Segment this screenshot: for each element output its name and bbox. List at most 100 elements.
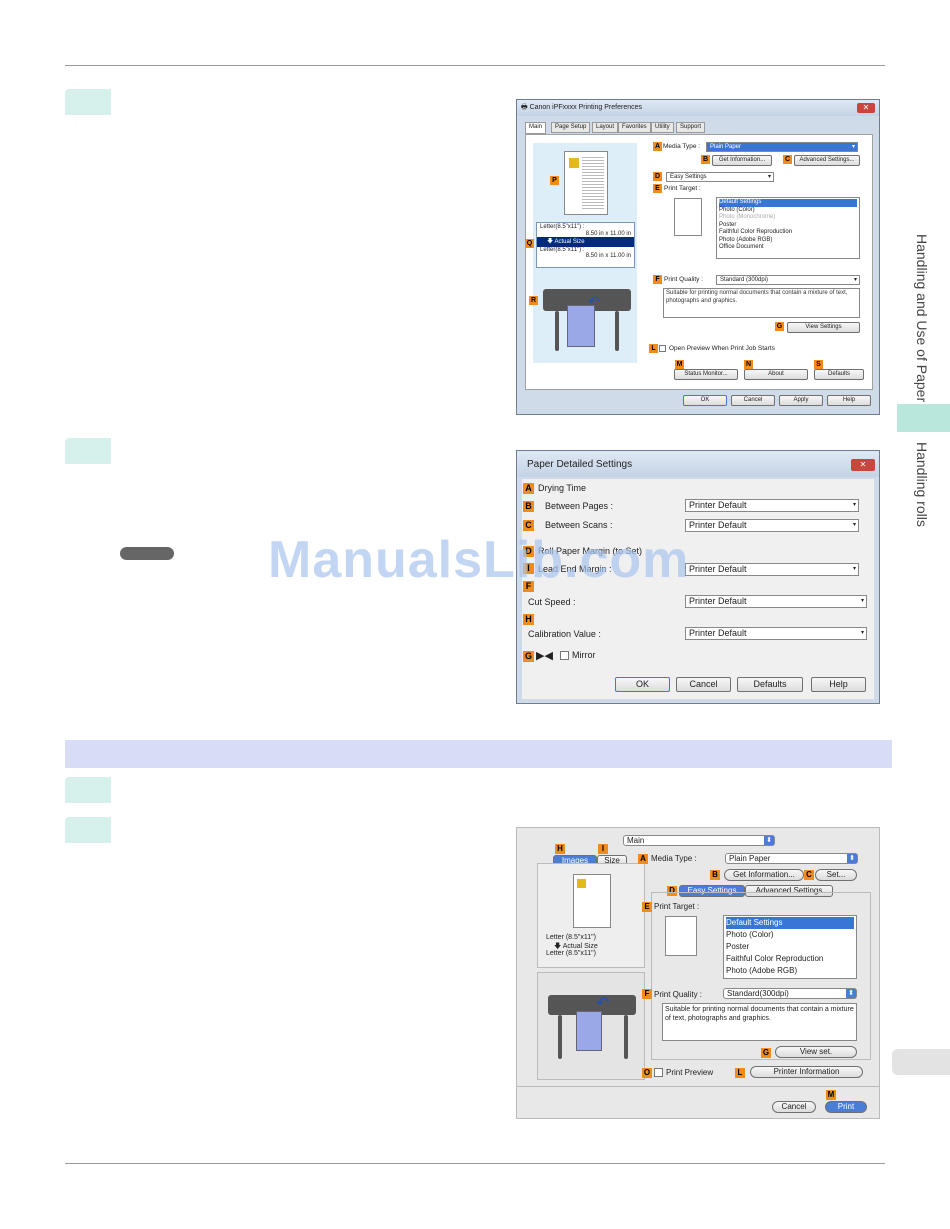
calibration-select[interactable]: Printer Default <box>685 627 867 640</box>
section-band <box>65 740 892 768</box>
step-marker <box>65 438 111 464</box>
close-button[interactable]: ✕ <box>857 103 875 113</box>
actual-size-label: Actual Size <box>554 239 585 245</box>
print-preview-checkbox[interactable] <box>654 1068 663 1077</box>
tab-utility[interactable]: Utility <box>651 122 674 133</box>
mirror-label: Mirror <box>572 650 596 660</box>
paper2-size: 8.50 in x 11.00 in <box>585 253 631 259</box>
open-preview-checkbox[interactable] <box>659 345 666 352</box>
easy-settings-tab[interactable]: Easy Settings <box>679 885 745 897</box>
photo-icon <box>577 879 586 888</box>
view-set-button[interactable]: View set. <box>775 1046 857 1058</box>
ok-button[interactable]: OK <box>683 395 727 406</box>
panel-popup[interactable]: Main <box>623 835 775 846</box>
tab-page-setup[interactable]: Page Setup <box>551 122 591 133</box>
badge-q: Q <box>525 239 534 248</box>
media-type-select[interactable]: Plain Paper <box>706 142 858 152</box>
calibration-label: Calibration Value : <box>528 629 601 639</box>
get-information-button[interactable]: Get Information... <box>712 155 772 166</box>
arrow-down-icon: 🡇 <box>547 239 555 245</box>
cancel-button[interactable]: Cancel <box>676 677 731 692</box>
list-item[interactable]: Photo (Adobe RGB) <box>719 236 773 243</box>
between-pages-select[interactable]: Printer Default <box>685 499 859 512</box>
print-button[interactable]: Print <box>825 1101 867 1113</box>
ok-button[interactable]: OK <box>615 677 670 692</box>
list-item[interactable]: Photo (Color) <box>726 930 774 939</box>
paper1-label: Letter (8.5"x11") <box>546 934 596 941</box>
apply-button[interactable]: Apply <box>779 395 823 406</box>
cut-speed-select[interactable]: Printer Default <box>685 595 867 608</box>
badge-l: L <box>735 1068 745 1078</box>
print-target-list[interactable]: Default Settings Photo (Color) Photo (Mo… <box>716 197 860 259</box>
about-button[interactable]: About <box>744 369 808 380</box>
badge-s: S <box>814 360 823 369</box>
defaults-button[interactable]: Defaults <box>737 677 803 692</box>
list-item[interactable]: Default Settings <box>719 199 857 207</box>
lead-end-margin-label: Lead End Margin : <box>538 564 612 574</box>
view-settings-button[interactable]: View Settings <box>787 322 860 333</box>
close-button[interactable]: ✕ <box>851 459 875 471</box>
badge-f: F <box>523 581 534 592</box>
lead-end-margin-select[interactable]: Printer Default <box>685 563 859 576</box>
media-type-label: Media Type : <box>663 143 701 150</box>
advanced-settings-button[interactable]: Advanced Settings... <box>794 155 860 166</box>
printer-information-button[interactable]: Printer Information <box>750 1066 863 1078</box>
list-item[interactable]: Poster <box>726 942 750 951</box>
drying-time-label: Drying Time <box>538 483 587 493</box>
target-preview-icon <box>674 198 702 236</box>
cancel-button[interactable]: Cancel <box>731 395 775 406</box>
list-item[interactable]: Photo (Monochrome) <box>719 214 776 220</box>
tab-main[interactable]: Main <box>525 122 547 134</box>
list-item[interactable]: Photo (Adobe RGB) <box>726 966 798 975</box>
between-scans-select[interactable]: Printer Default <box>685 519 859 532</box>
badge-a: A <box>653 142 662 151</box>
settings-panel: A Drying Time B Between Pages : Printer … <box>522 479 874 699</box>
badge-b: B <box>523 501 534 512</box>
sidebar-highlight <box>897 404 950 432</box>
badge-b: B <box>710 870 720 880</box>
mac-print-dialog: Main H I Images Size Letter (8.5"x11") 🡇… <box>516 827 880 1119</box>
set-button[interactable]: Set... <box>815 869 857 881</box>
tab-favorites[interactable]: Favorites <box>618 122 651 133</box>
advanced-settings-tab[interactable]: Advanced Settings <box>745 885 833 897</box>
media-type-select[interactable]: Plain Paper <box>725 853 858 864</box>
window-title: Paper Detailed Settings <box>527 459 633 470</box>
list-item[interactable]: Poster <box>719 221 737 228</box>
paper1-label: Letter(8.5"x11") : <box>540 224 585 230</box>
print-quality-select[interactable]: Standard (300dpi) <box>716 275 860 285</box>
get-information-button[interactable]: Get Information... <box>724 869 804 881</box>
cancel-button[interactable]: Cancel <box>772 1101 816 1113</box>
badge-h: H <box>555 844 565 854</box>
sidebar-subsection-title[interactable]: Handling rolls <box>914 442 930 527</box>
list-item[interactable]: Faithful Color Reproduction <box>726 954 824 963</box>
list-item[interactable]: Photo (Color) <box>719 206 755 213</box>
badge-n: N <box>744 360 753 369</box>
sidebar-tab[interactable] <box>892 1049 950 1075</box>
arrow-down-icon: 🡇 <box>554 943 563 950</box>
list-item[interactable]: Office Document <box>719 244 764 250</box>
print-quality-select[interactable]: Standard(300dpi) <box>723 988 857 999</box>
badge-d: D <box>523 546 534 557</box>
list-item[interactable]: Default Settings <box>726 917 854 929</box>
footer-rule <box>65 1163 885 1164</box>
easy-settings-select[interactable]: Easy Settings <box>666 172 774 182</box>
mirror-checkbox[interactable] <box>560 651 569 660</box>
badge-e: E <box>653 184 662 193</box>
printer-leg <box>555 311 559 351</box>
step-marker <box>65 777 111 803</box>
help-button[interactable]: Help <box>827 395 871 406</box>
tab-support[interactable]: Support <box>676 122 706 133</box>
list-item[interactable]: Faithful Color Reproduction <box>719 229 793 235</box>
status-monitor-button[interactable]: Status Monitor... <box>674 369 738 380</box>
tab-layout[interactable]: Layout <box>592 122 619 133</box>
print-target-label: Print Target : <box>654 902 700 911</box>
help-button[interactable]: Help <box>811 677 866 692</box>
print-quality-label: Print Quality : <box>664 276 704 283</box>
photo-icon <box>569 158 579 168</box>
print-quality-label: Print Quality : <box>654 990 703 999</box>
print-target-list[interactable]: Default Settings Photo (Color) Poster Fa… <box>723 915 857 979</box>
defaults-button[interactable]: Defaults <box>814 369 864 380</box>
tab-strip: Main Page Setup Layout Favorites Utility… <box>525 122 873 134</box>
sidebar-section-title[interactable]: Handling and Use of Paper <box>914 234 930 403</box>
paper1-size: 8.50 in x 11.00 in <box>585 231 631 237</box>
